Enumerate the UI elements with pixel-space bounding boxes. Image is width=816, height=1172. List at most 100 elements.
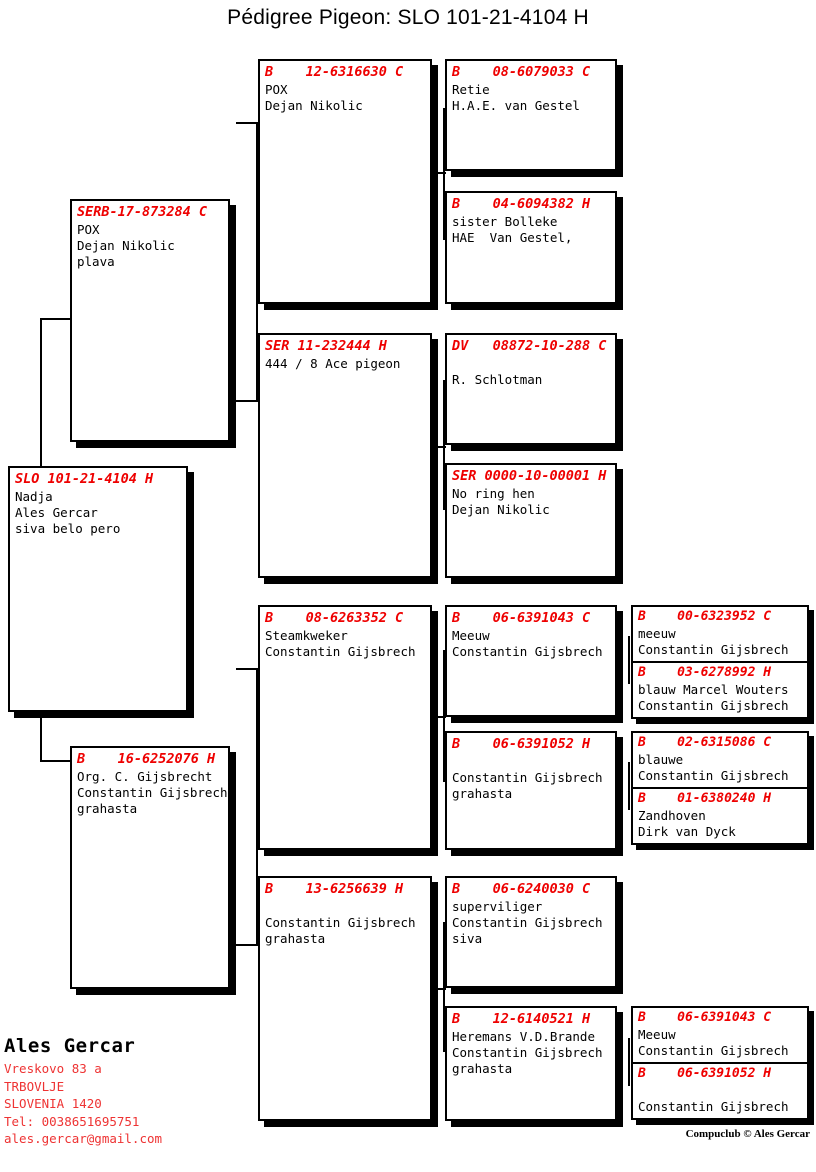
- card-line: Nadja: [15, 489, 53, 504]
- card-line: Constantin Gijsbrech: [77, 785, 228, 800]
- pedigree-card-dsd-dam[interactable]: B 01-6380240 H Zandhoven Dirk van Dyck: [631, 787, 809, 845]
- page-title: Pédigree Pigeon: SLO 101-21-4104 H: [227, 6, 589, 29]
- pedigree-card-subject[interactable]: SLO 101-21-4104 H Nadja Ales Gercar siva…: [8, 466, 188, 712]
- card-line: Dirk van Dyck: [638, 824, 736, 839]
- connector-sd-branch: [443, 380, 445, 510]
- pedigree-card-dd-sire[interactable]: B 06-6240030 C superviliger Constantin G…: [445, 876, 617, 988]
- ring-number: B 12-6140521 H: [452, 1011, 591, 1027]
- address-line: TRBOVLJE: [4, 1078, 65, 1094]
- card-line: Constantin Gijsbrech: [265, 915, 416, 930]
- ring-number: B 00-6323952 C: [638, 609, 772, 624]
- pedigree-card-ss-sire[interactable]: B 08-6079033 C Retie H.A.E. van Gestel: [445, 59, 617, 171]
- ring-number: SERB-17-873284 C: [77, 204, 208, 220]
- ring-number: SER 0000-10-00001 H: [452, 468, 607, 484]
- pedigree-card-sire[interactable]: SERB-17-873284 C POX Dejan Nikolic plava: [70, 199, 230, 442]
- ring-number: SLO 101-21-4104 H: [15, 471, 154, 487]
- connector-sire-dam: [236, 400, 260, 402]
- ring-number: B 06-6391043 C: [452, 610, 591, 626]
- connector-ddd-branch: [628, 1038, 630, 1086]
- connector-sire-to-grandparents: [256, 122, 258, 402]
- pedigree-card-ds-dam[interactable]: B 06-6391052 H Constantin Gijsbrech grah…: [445, 731, 617, 850]
- card-line: grahasta: [265, 931, 326, 946]
- card-line: blauw Marcel Wouters: [638, 682, 789, 697]
- card-line: Constantin Gijsbrech: [638, 698, 789, 713]
- card-line: R. Schlotman: [452, 372, 543, 387]
- ring-number: SER 11-232444 H: [265, 338, 387, 354]
- card-line: [260, 899, 430, 915]
- ring-number: B 01-6380240 H: [638, 791, 772, 806]
- pedigree-card-dam-sire[interactable]: B 08-6263352 C Steamkweker Constantin Gi…: [258, 605, 432, 850]
- card-line: grahasta: [452, 1061, 513, 1076]
- ring-number: B 02-6315086 C: [638, 735, 772, 750]
- pedigree-card-ss-dam[interactable]: B 04-6094382 H sister Bolleke HAE Van Ge…: [445, 191, 617, 304]
- card-line: Dejan Nikolic: [265, 98, 363, 113]
- ring-number: B 12-6316630 C: [265, 64, 404, 80]
- card-line: Constantin Gijsbrech: [452, 915, 603, 930]
- card-line: POX: [265, 82, 288, 97]
- ring-number: B 13-6256639 H: [265, 881, 404, 897]
- card-line: POX: [77, 222, 100, 237]
- card-line: plava: [77, 254, 115, 269]
- connector-ss-stem: [424, 172, 446, 174]
- card-line: Ales Gercar: [15, 505, 98, 520]
- card-line: Constantin Gijsbrech: [638, 1099, 789, 1114]
- connector-subject-sire: [40, 318, 70, 320]
- card-line: H.A.E. van Gestel: [452, 98, 580, 113]
- pedigree-card-dss-dam[interactable]: B 03-6278992 H blauw Marcel Wouters Cons…: [631, 661, 809, 719]
- card-line: Meeuw: [452, 628, 490, 643]
- card-line: [447, 356, 615, 372]
- card-line: Meeuw: [638, 1027, 676, 1042]
- ring-number: B 06-6391043 C: [638, 1010, 772, 1025]
- owner-name: Ales Gercar: [4, 1035, 136, 1057]
- pedigree-card-sd-sire[interactable]: DV 08872-10-288 C R. Schlotman: [445, 333, 617, 445]
- pedigree-card-dd-dam[interactable]: B 12-6140521 H Heremans V.D.Brande Const…: [445, 1006, 617, 1121]
- card-line: Dejan Nikolic: [77, 238, 175, 253]
- connector-subject-dam: [40, 760, 70, 762]
- pedigree-card-dam[interactable]: B 16-6252076 H Org. C. Gijsbrecht Consta…: [70, 746, 230, 989]
- card-line: grahasta: [77, 801, 138, 816]
- connector-dd-stem: [424, 988, 446, 990]
- card-line: Constantin Gijsbrech: [638, 642, 789, 657]
- card-line: Retie: [452, 82, 490, 97]
- card-line: siva: [452, 931, 483, 946]
- ring-number: B 16-6252076 H: [77, 751, 216, 767]
- ring-number: B 08-6263352 C: [265, 610, 404, 626]
- card-line: Constantin Gijsbrech: [265, 644, 416, 659]
- card-line: Zandhoven: [638, 808, 706, 823]
- card-line: Dejan Nikolic: [452, 502, 550, 517]
- connector-ds-stem: [424, 716, 446, 718]
- connector-sire-sire: [236, 122, 260, 124]
- pedigree-card-ddd-sire[interactable]: B 06-6391043 C Meeuw Constantin Gijsbrec…: [631, 1006, 809, 1064]
- card-line: sister Bolleke: [452, 214, 558, 229]
- owner-address: Vreskovo 83 a TRBOVLJE SLOVENIA 1420 Tel…: [4, 1060, 162, 1148]
- pedigree-card-sire-dam[interactable]: SER 11-232444 H 444 / 8 Ace pigeon: [258, 333, 432, 578]
- ring-number: B 06-6240030 C: [452, 881, 591, 897]
- address-line: SLOVENIA 1420: [4, 1096, 102, 1111]
- card-line: Constantin Gijsbrech: [452, 644, 603, 659]
- pedigree-card-dss-sire[interactable]: B 00-6323952 C meeuw Constantin Gijsbrec…: [631, 605, 809, 663]
- card-line: Constantin Gijsbrech: [638, 768, 789, 783]
- connector-sd-stem: [424, 446, 446, 448]
- card-line: Org. C. Gijsbrecht: [77, 769, 213, 784]
- connector-dd-branch: [443, 922, 445, 1052]
- pedigree-card-sire-sire[interactable]: B 12-6316630 C POX Dejan Nikolic: [258, 59, 432, 304]
- connector-dsd-branch: [628, 762, 630, 810]
- address-phone: Tel: 0038651695751: [4, 1113, 140, 1129]
- card-line: siva belo pero: [15, 521, 121, 536]
- card-line: Steamkweker: [265, 628, 348, 643]
- ring-number: B 04-6094382 H: [452, 196, 591, 212]
- card-line: [633, 1083, 807, 1099]
- pedigree-card-ds-sire[interactable]: B 06-6391043 C Meeuw Constantin Gijsbrec…: [445, 605, 617, 717]
- card-line: HAE Van Gestel,: [452, 230, 573, 245]
- pedigree-card-sd-dam[interactable]: SER 0000-10-00001 H No ring hen Dejan Ni…: [445, 463, 617, 578]
- software-credit: Compuclub © Ales Gercar: [685, 1128, 810, 1140]
- pedigree-card-dsd-sire[interactable]: B 02-6315086 C blauwe Constantin Gijsbre…: [631, 731, 809, 789]
- pedigree-card-dam-dam[interactable]: B 13-6256639 H Constantin Gijsbrech grah…: [258, 876, 432, 1121]
- ring-number: B 06-6391052 H: [638, 1066, 772, 1081]
- connector-ss-branch: [443, 108, 445, 240]
- ring-number: B 03-6278992 H: [638, 665, 772, 680]
- ring-number: B 08-6079033 C: [452, 64, 591, 80]
- pedigree-card-ddd-dam[interactable]: B 06-6391052 H Constantin Gijsbrech: [631, 1062, 809, 1120]
- card-line: Constantin Gijsbrech: [638, 1043, 789, 1058]
